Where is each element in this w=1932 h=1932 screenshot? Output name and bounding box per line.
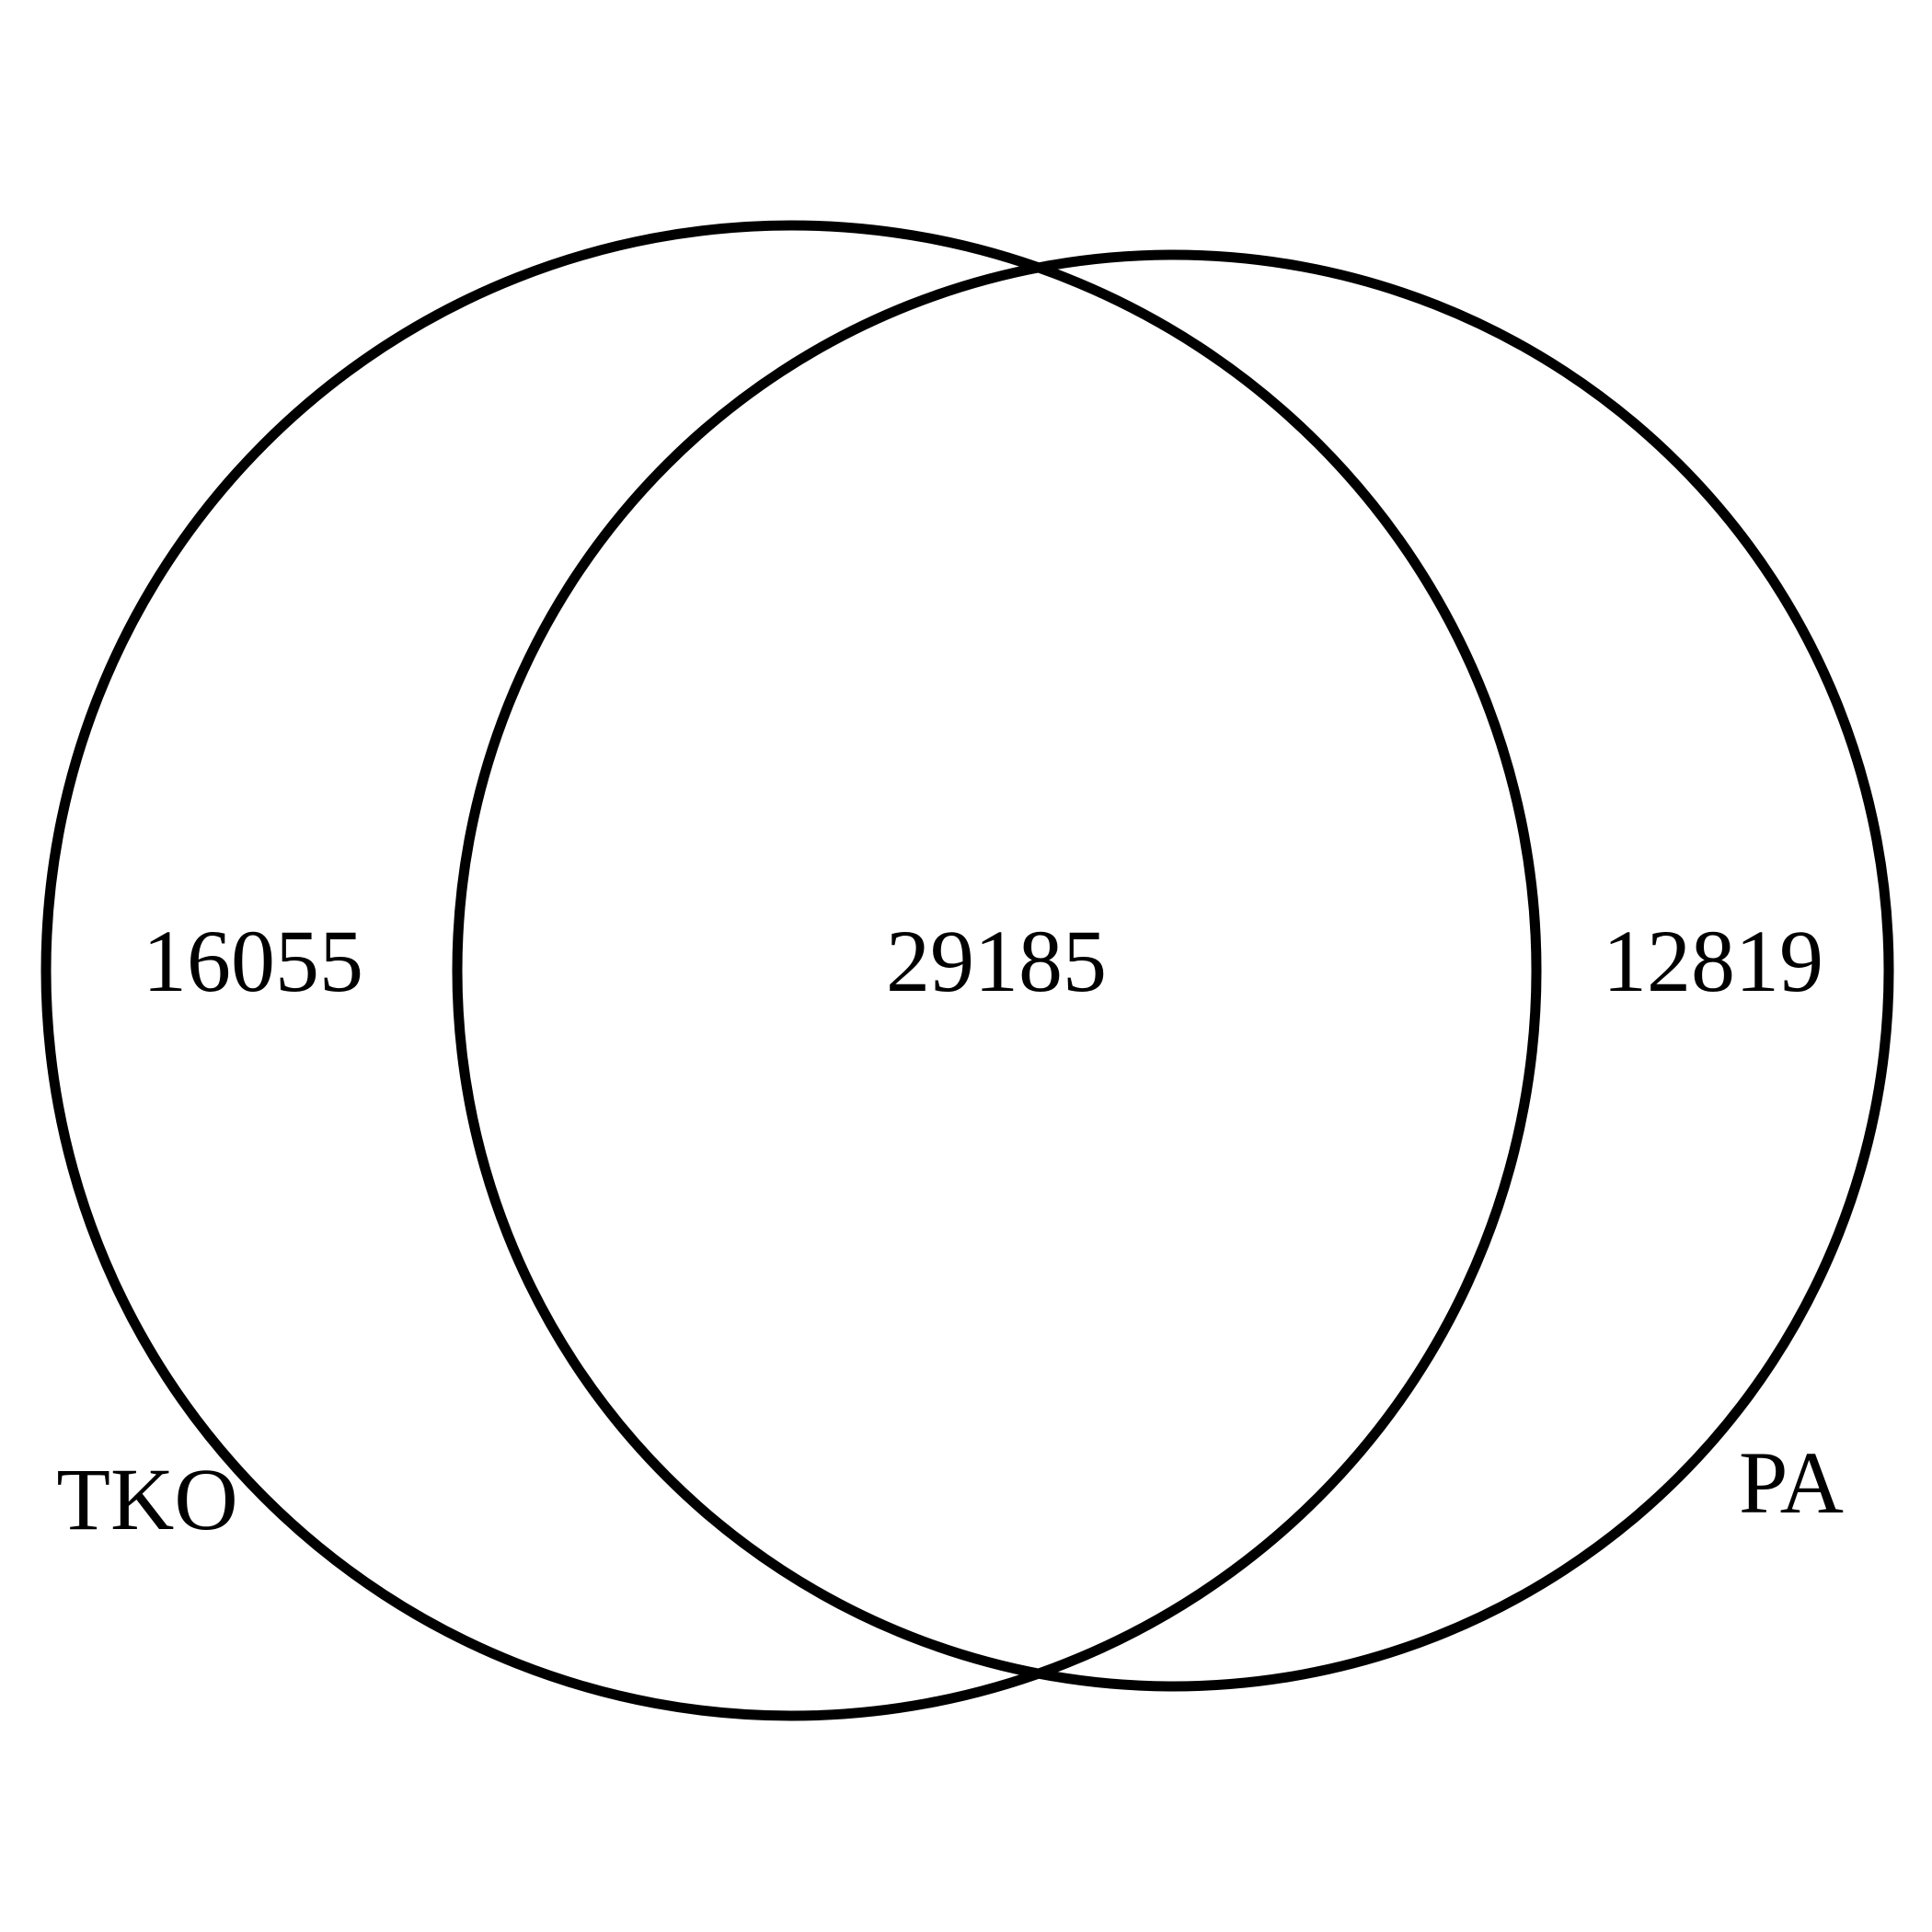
tko-set-label: TKO bbox=[56, 1450, 237, 1548]
tko-set-circle bbox=[40, 220, 1542, 1721]
pa-set-circle bbox=[452, 249, 1894, 1692]
pa-only-count: 12819 bbox=[1603, 912, 1823, 1010]
intersection-count: 29185 bbox=[886, 912, 1107, 1010]
pa-set-label: PA bbox=[1739, 1433, 1844, 1532]
tko-only-count: 16055 bbox=[143, 912, 363, 1010]
